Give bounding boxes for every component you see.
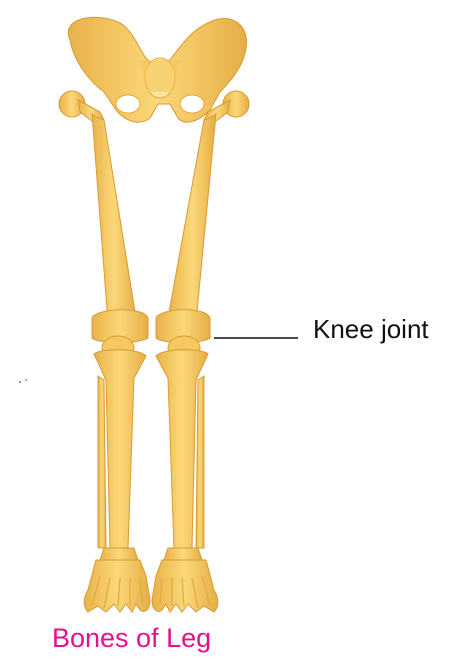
left-foot (84, 560, 150, 612)
left-femur (59, 91, 148, 343)
stray-mark (19, 379, 27, 383)
figure-caption: Bones of Leg (52, 623, 211, 654)
right-femur (156, 91, 249, 343)
knee-joint-label: Knee joint (313, 314, 429, 345)
right-lower-leg (156, 350, 208, 560)
right-foot (152, 560, 218, 612)
left-lower-leg (94, 350, 146, 560)
